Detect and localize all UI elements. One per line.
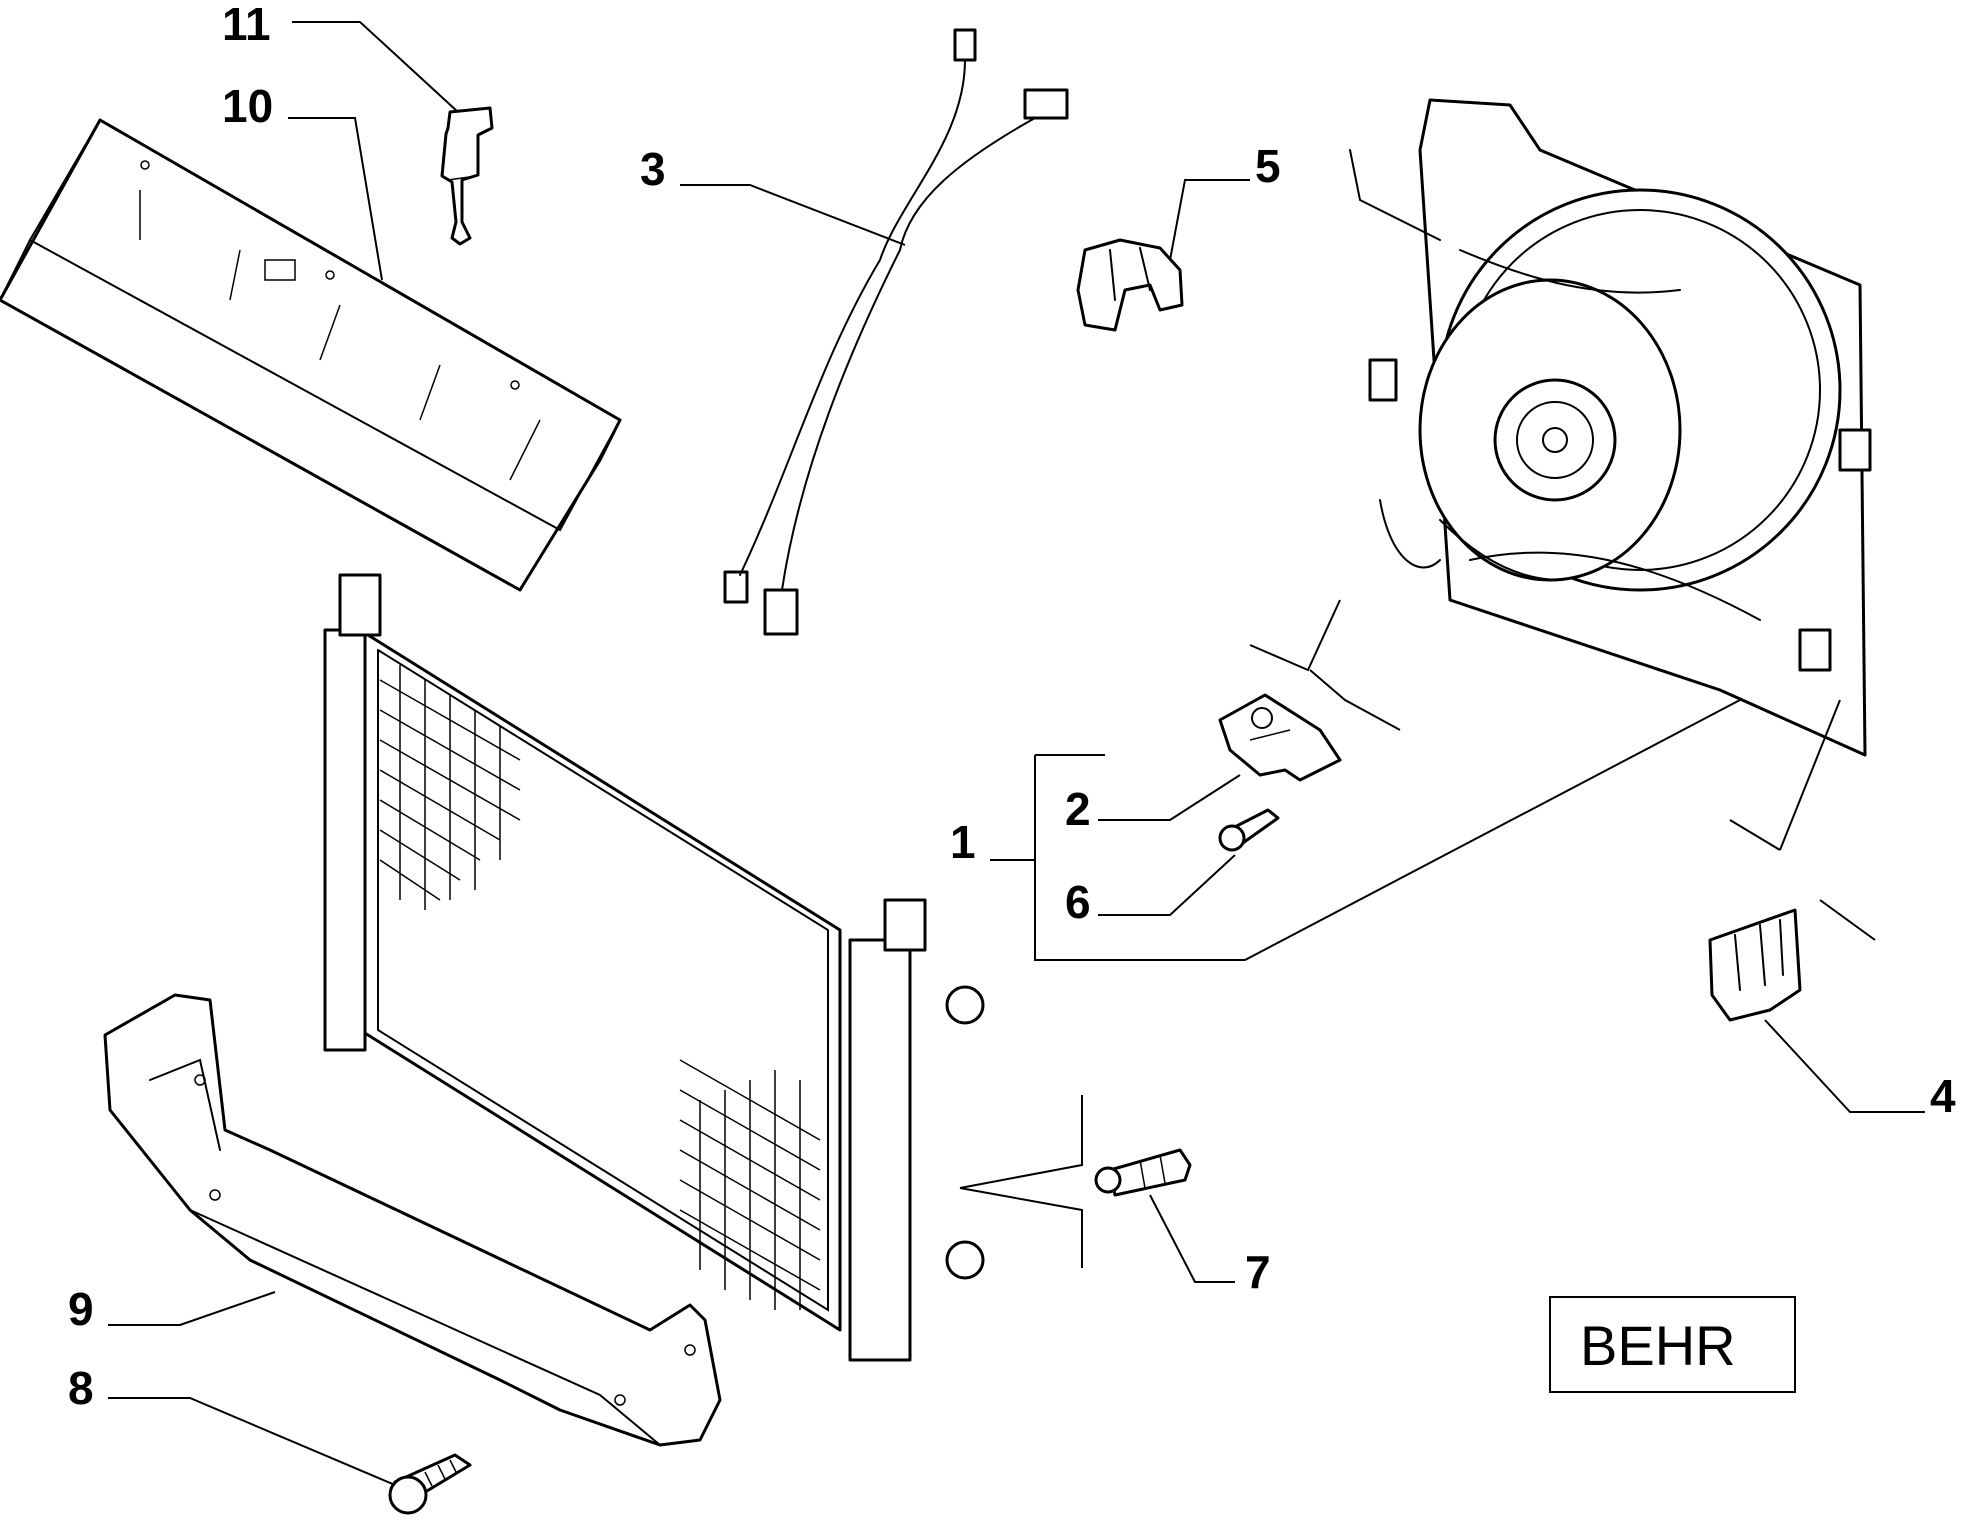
wiring-harness-part-3 — [723, 28, 1069, 636]
callout-11: 11 — [222, 0, 271, 50]
air-deflector-part-10 — [0, 118, 622, 592]
bracket-part-9 — [103, 993, 722, 1447]
clip-part-5 — [1076, 238, 1184, 332]
clip-part-4 — [1708, 908, 1802, 1022]
sensor-part-7 — [1094, 1148, 1192, 1197]
callout-4: 4 — [1930, 1070, 1956, 1122]
callout-3: 3 — [640, 143, 666, 195]
callout-7: 7 — [1245, 1246, 1271, 1298]
fan-assembly-part-1 — [1349, 98, 1872, 757]
screw-part-6 — [1218, 808, 1280, 852]
callout-8: 8 — [68, 1362, 94, 1414]
manufacturer-label: BEHR — [1549, 1296, 1796, 1393]
callout-2: 2 — [1065, 783, 1091, 835]
callout-labels: 11 10 3 5 2 1 6 4 7 9 8 — [68, 0, 1956, 1414]
manufacturer-label-text: BEHR — [1580, 1314, 1736, 1377]
callout-6: 6 — [1065, 876, 1091, 928]
callout-1: 1 — [950, 816, 976, 868]
radiator-core-grid — [379, 665, 821, 1310]
callout-9: 9 — [68, 1283, 94, 1335]
radiator — [323, 573, 985, 1362]
push-clip-part-11 — [440, 106, 494, 246]
callout-10: 10 — [222, 80, 273, 132]
leader-lines — [108, 21, 1925, 1486]
bolt-part-8 — [388, 1453, 472, 1515]
callout-5: 5 — [1255, 140, 1281, 192]
resistor-part-2 — [1218, 693, 1342, 782]
